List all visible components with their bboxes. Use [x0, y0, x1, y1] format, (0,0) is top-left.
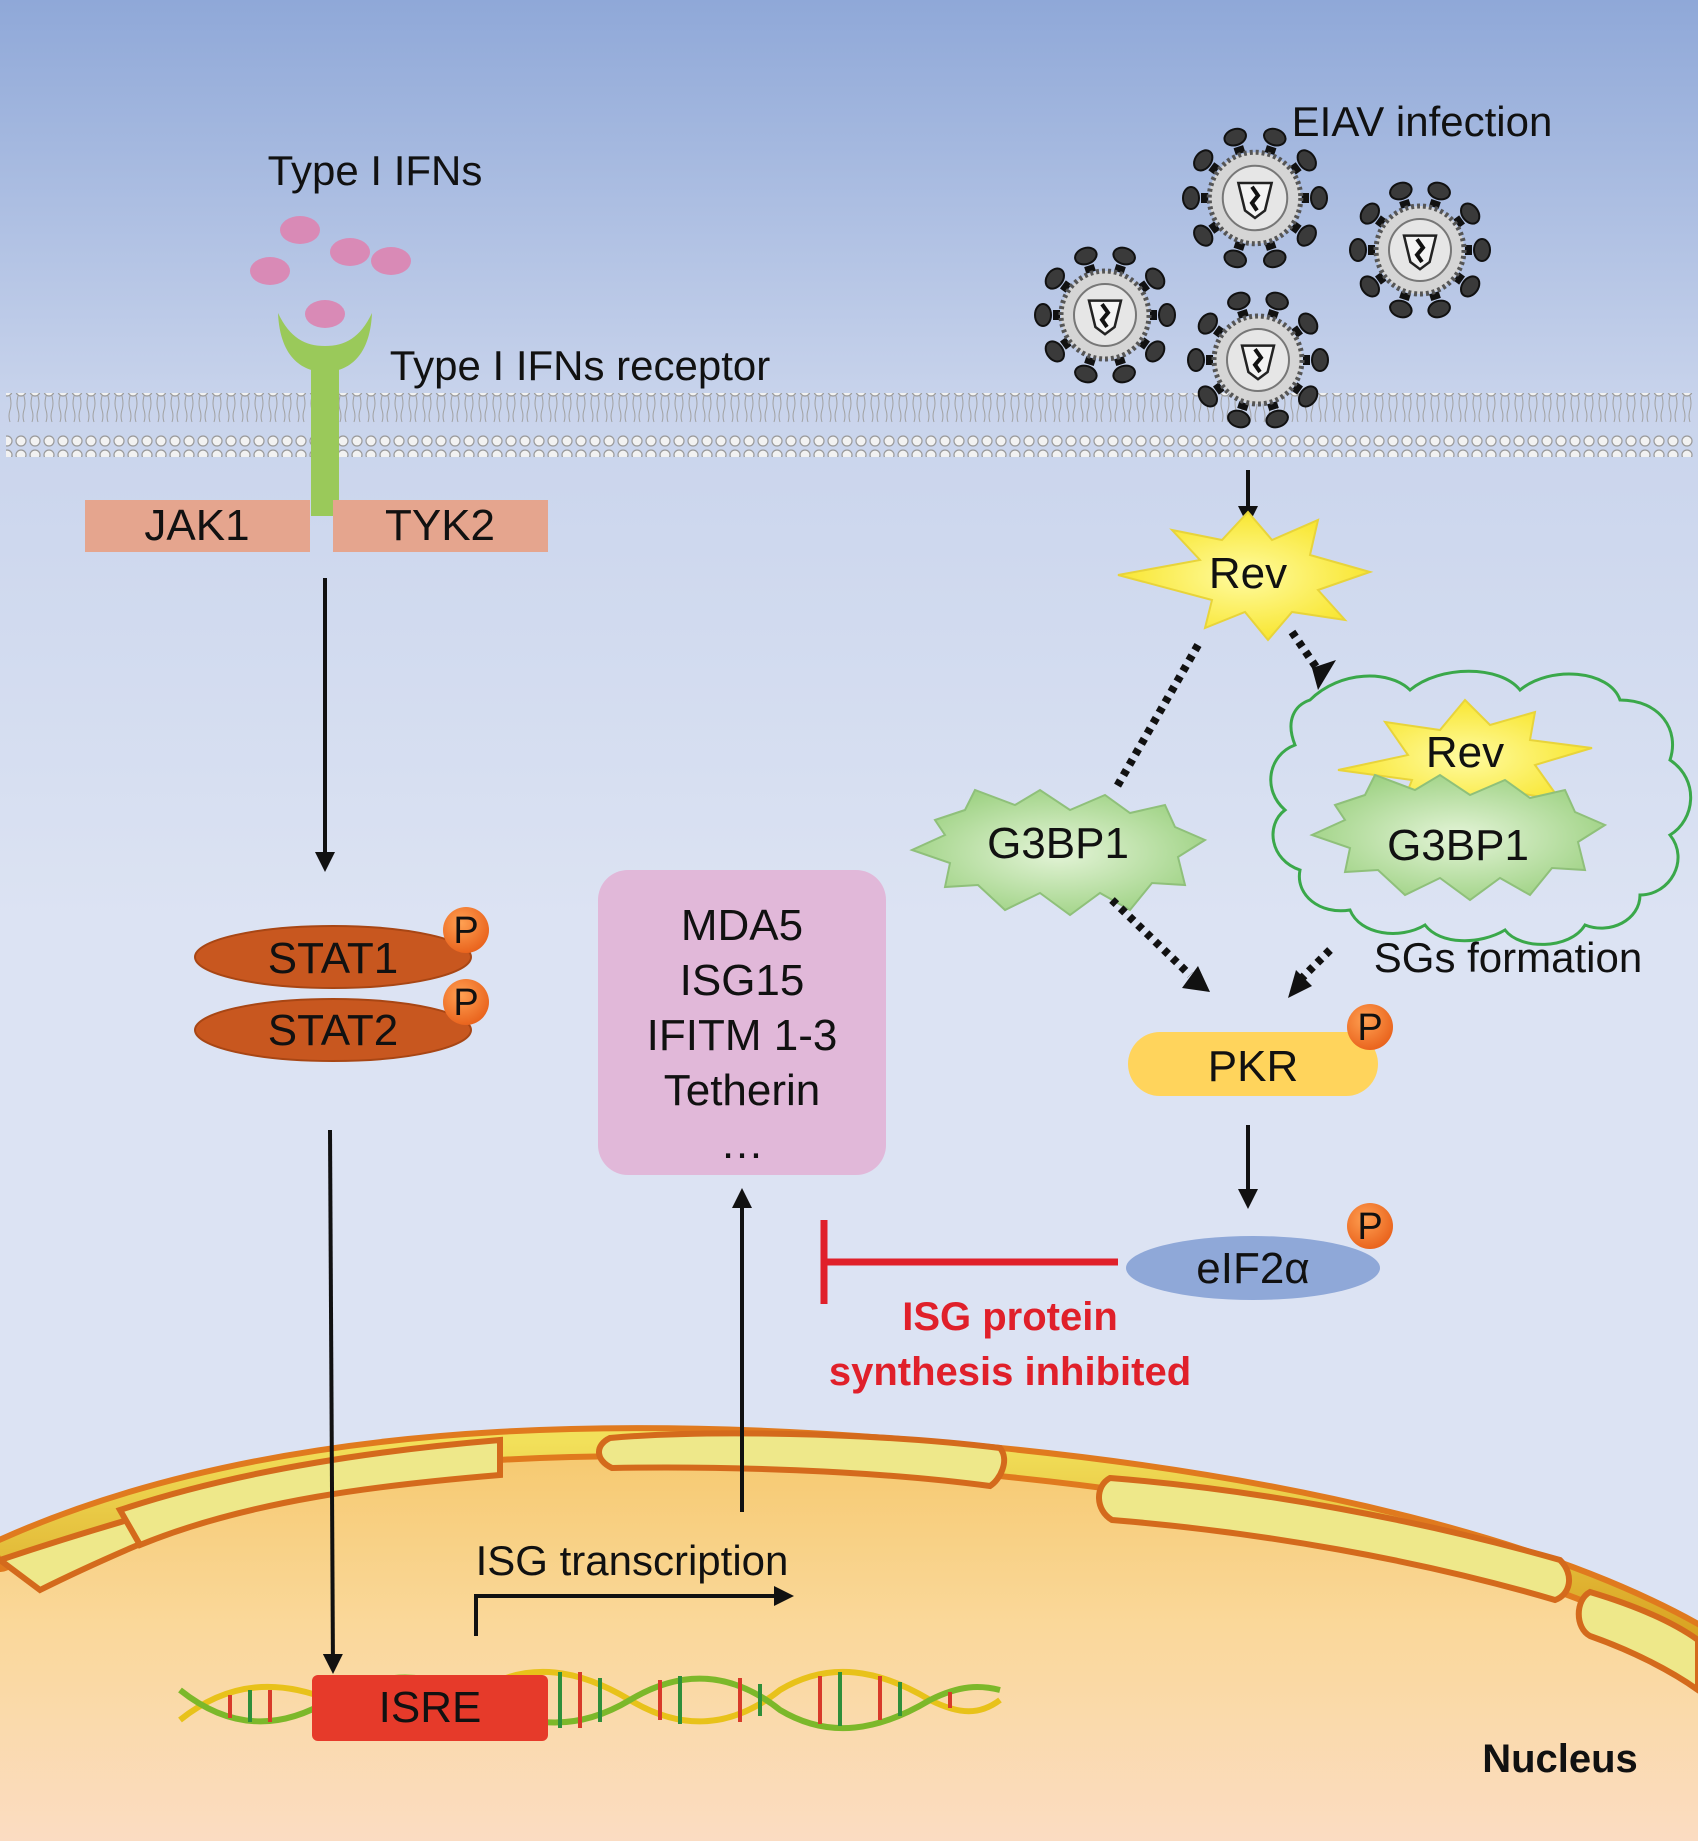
virion	[1034, 246, 1176, 384]
ifn-label: Type I IFNs	[268, 147, 483, 194]
pkr-label: PKR	[1208, 1042, 1298, 1091]
rev-label: Rev	[1209, 549, 1287, 598]
tyk2-label: TYK2	[385, 501, 495, 550]
g3bp1-sg-shape	[1309, 773, 1608, 902]
stat1-label: STAT1	[268, 934, 398, 983]
g3bp1-shape	[909, 788, 1208, 917]
receptor-label: Type I IFNs receptor	[390, 342, 770, 389]
arrow-rev-to-sg-head	[1312, 660, 1336, 690]
stress-granule-cloud	[1269, 669, 1693, 946]
virion	[1349, 181, 1491, 319]
stat1-phospho-badge	[443, 907, 489, 953]
inhibition-arrow	[820, 1220, 1118, 1304]
eif2a-label: eIF2α	[1196, 1244, 1309, 1293]
nucleus-body	[0, 1448, 1698, 1841]
isg-item-ifitm: IFITM 1-3	[647, 1011, 838, 1060]
eiav-virions	[1034, 127, 1491, 429]
isre-box	[312, 1675, 548, 1741]
rev-sg-label: Rev	[1426, 728, 1504, 777]
nucleus-label: Nucleus	[1482, 1737, 1638, 1781]
inhibition-label-line2: synthesis inhibited	[829, 1350, 1191, 1394]
tyk2-box	[333, 500, 548, 552]
arrow-stat-to-isre	[322, 1129, 343, 1674]
nuclear-envelope	[0, 1425, 1698, 1694]
isg-item-tetherin: Tetherin	[664, 1066, 821, 1115]
isg-item-mda5: MDA5	[681, 901, 803, 950]
stat-dimer	[194, 907, 489, 1062]
ifn-molecules	[250, 216, 411, 328]
ifn-receptor	[278, 313, 372, 516]
virion	[1182, 127, 1328, 269]
jak1-label: JAK1	[144, 501, 249, 550]
isg-box	[598, 870, 886, 1175]
g3bp1-sg-label: G3BP1	[1387, 821, 1529, 870]
virus-label: EIAV infection	[1292, 98, 1553, 145]
pkr-shape	[1128, 1032, 1378, 1096]
cell-membrane	[6, 393, 1694, 457]
isg-item-more: …	[720, 1119, 764, 1168]
sg-formation-label: SGs formation	[1374, 934, 1642, 981]
isg-item-isg15: ISG15	[680, 956, 805, 1005]
virion	[1187, 291, 1329, 429]
eif2a-phospho-badge	[1347, 1203, 1393, 1249]
arrow-g3bp1-to-pkr-head	[1182, 966, 1210, 992]
stat1-phospho-label: P	[453, 910, 478, 952]
eif2a-shape	[1126, 1236, 1380, 1300]
eif2a-phospho-label: P	[1357, 1206, 1382, 1248]
pkr-phospho-badge	[1347, 1004, 1393, 1050]
stat2-phospho-label: P	[453, 982, 478, 1024]
g3bp1-label: G3BP1	[987, 819, 1129, 868]
rev-star	[1117, 510, 1374, 642]
transcription-label: ISG transcription	[476, 1537, 789, 1584]
inhibition-label-line1: ISG protein	[902, 1295, 1118, 1339]
stat2-label: STAT2	[268, 1006, 398, 1055]
transcription-arrow	[474, 1586, 794, 1636]
arrow-rev-to-g3bp1	[1111, 643, 1202, 792]
arrow-sg-to-pkr-head	[1288, 970, 1312, 998]
stat2-phospho-badge	[443, 979, 489, 1025]
isre-label: ISRE	[379, 1683, 482, 1732]
jak1-box	[85, 500, 310, 552]
pkr-phospho-label: P	[1357, 1007, 1382, 1049]
